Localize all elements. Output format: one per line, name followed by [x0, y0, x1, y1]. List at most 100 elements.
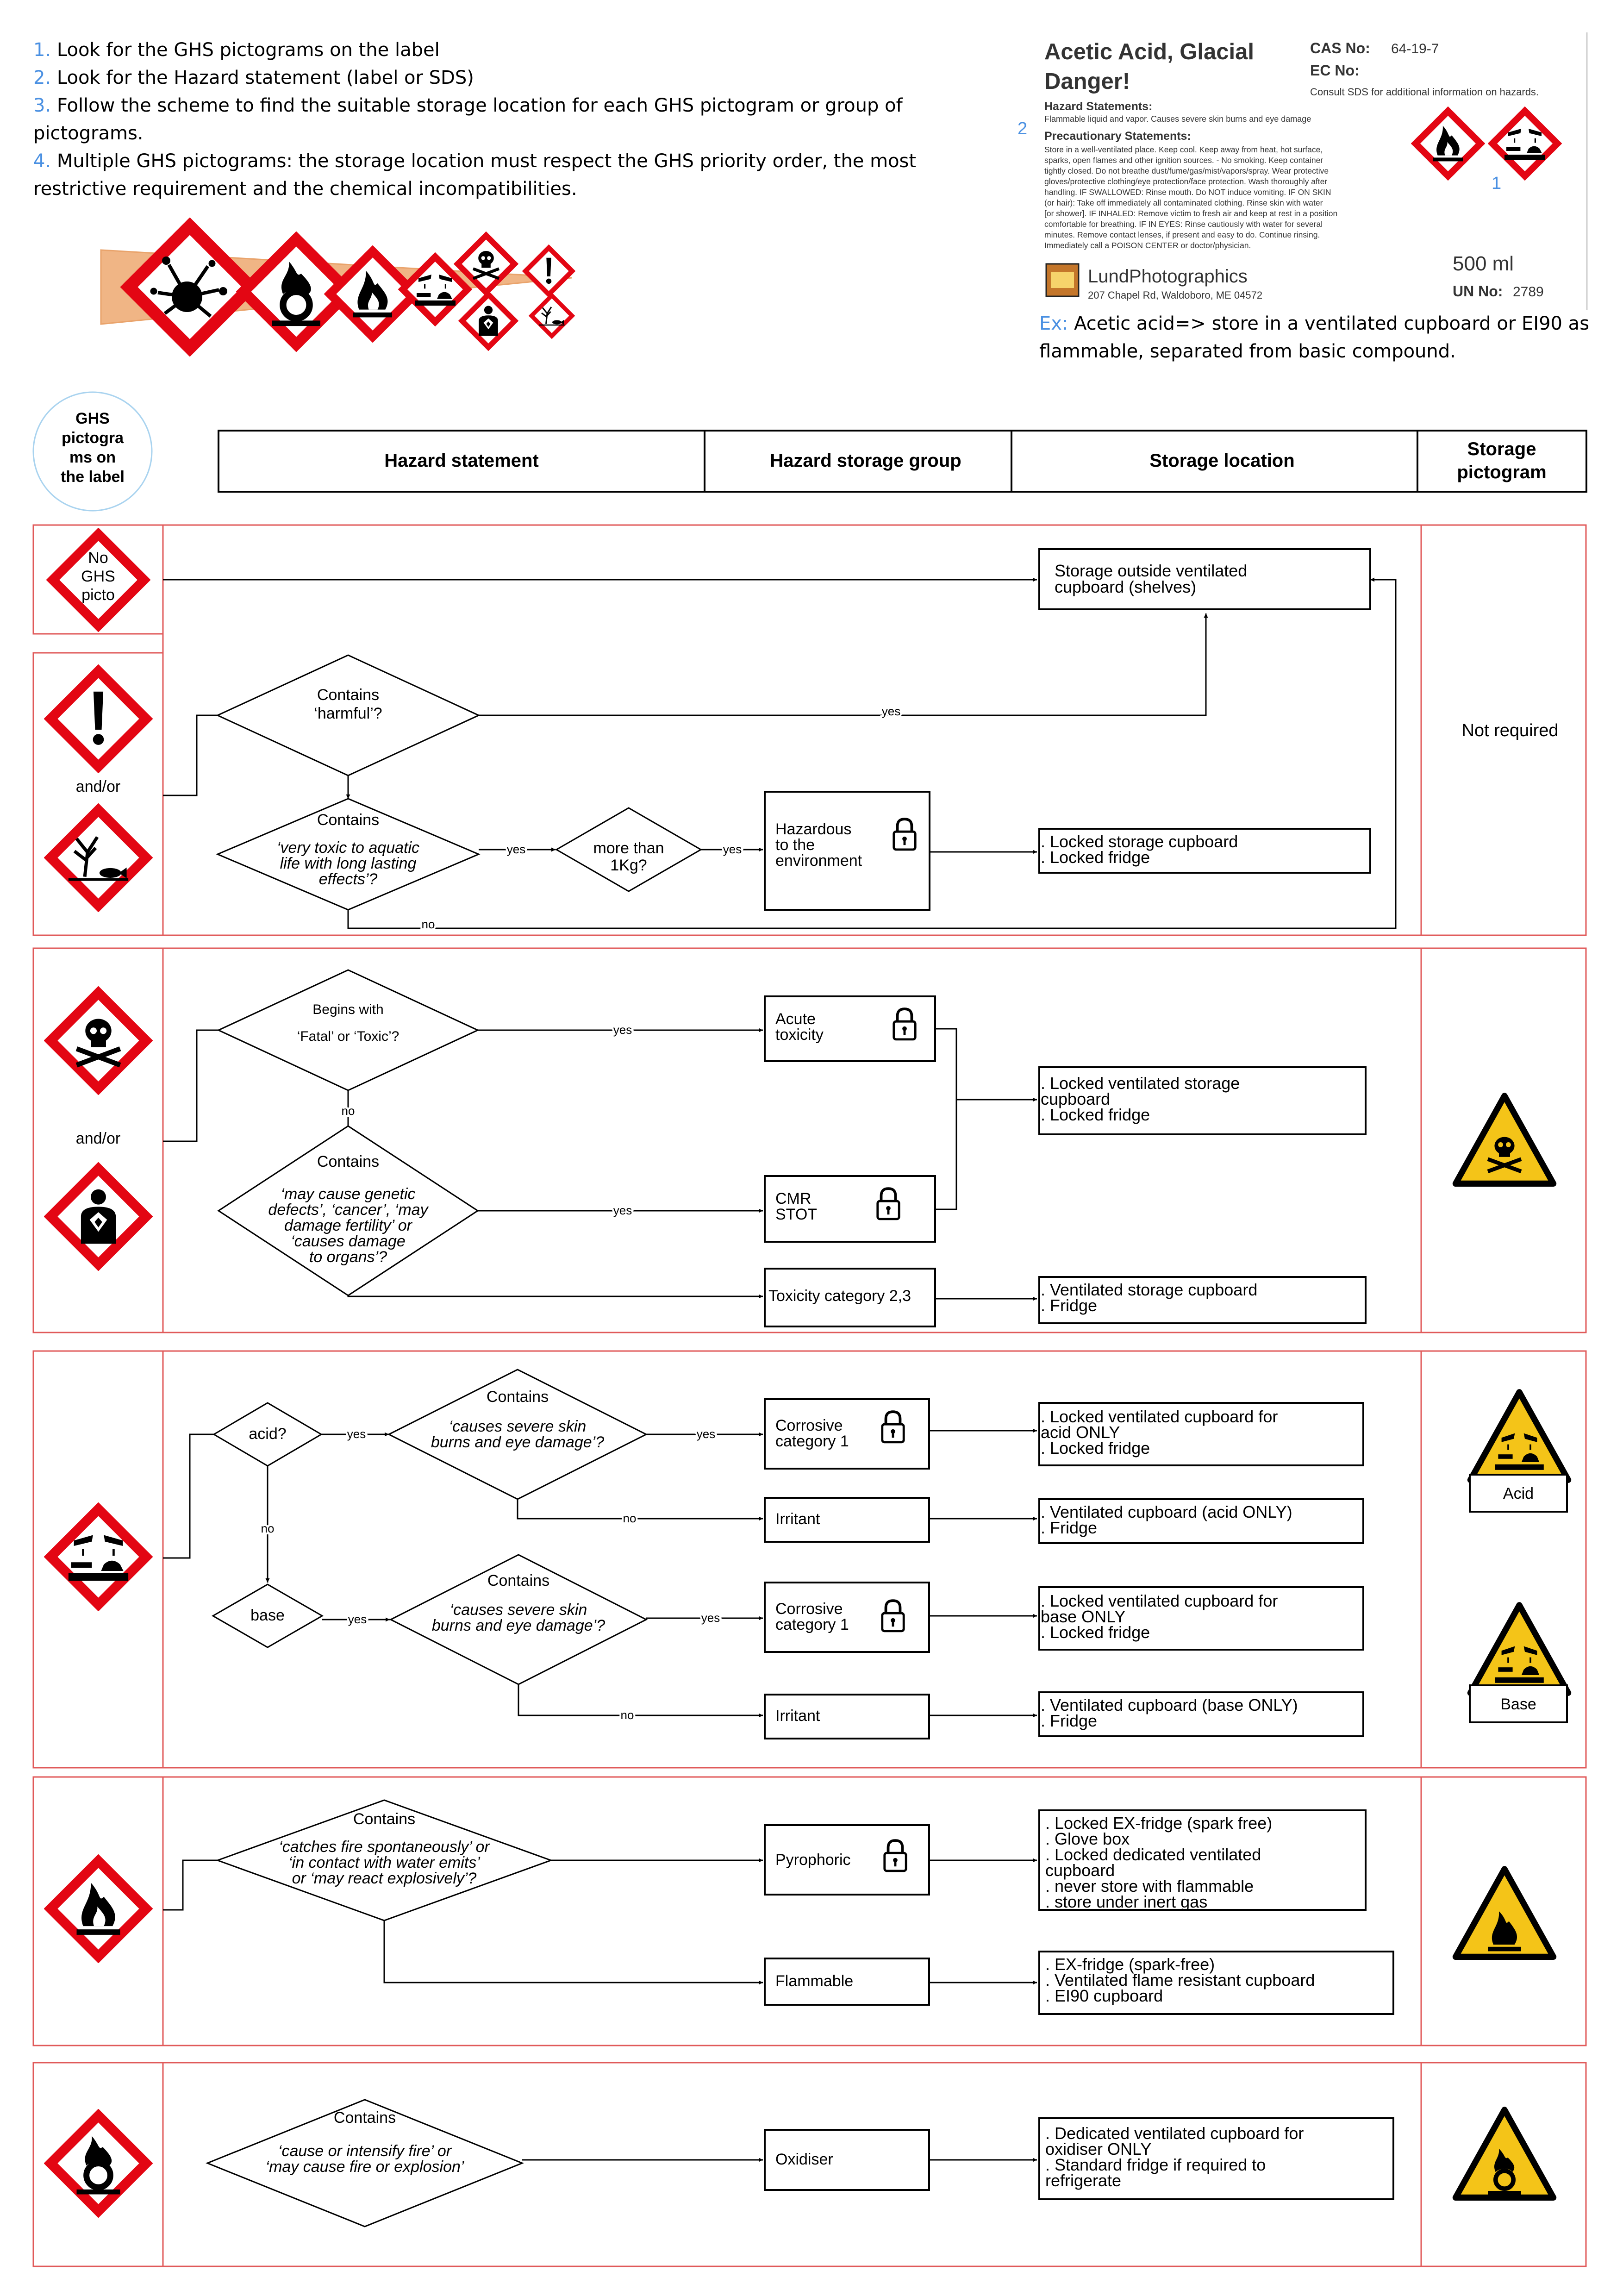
- svg-text:picto: picto: [81, 586, 115, 604]
- svg-text:yes: yes: [723, 842, 742, 856]
- svg-text:Storage outside ventilated: Storage outside ventilated: [1055, 561, 1247, 580]
- oxidiser-pictogram: [50, 2115, 146, 2211]
- example-label: Acetic Acid, Glacial Danger! CAS No: 64-…: [1017, 32, 1588, 310]
- svg-text:no: no: [621, 1708, 634, 1722]
- svg-text:Pyrophoric: Pyrophoric: [775, 1851, 851, 1869]
- svg-text:the label: the label: [61, 468, 125, 486]
- oxidiser-location-box: [1038, 2117, 1394, 2200]
- env-group-box: [764, 791, 930, 911]
- oxidiser-box: [764, 2129, 930, 2191]
- precaution-line: minutes. Remove contact lenses, if prese…: [1044, 230, 1320, 239]
- health-hazard-icon: [462, 294, 515, 347]
- explosive-icon: [129, 226, 250, 348]
- svg-text:yes: yes: [613, 1023, 632, 1037]
- svg-text:‘catches fire spontaneously’ o: ‘catches fire spontaneously’ or: [279, 1838, 490, 1856]
- header-hazard-group: Hazard storage group: [770, 450, 961, 471]
- flammable-pictogram: [50, 1861, 146, 1956]
- exclamation-icon: [525, 248, 572, 294]
- svg-text:refrigerate: refrigerate: [1045, 2171, 1121, 2190]
- section-1: No GHS picto and/or Storage outside vent…: [50, 534, 1559, 933]
- svg-text:burns and eye damage’?: burns and eye damage’?: [432, 1617, 605, 1634]
- svg-text:pictogram: pictogram: [1457, 462, 1546, 482]
- section-2: and/or Begins with ‘Fatal’ or ‘Toxic’? y…: [50, 969, 1553, 1327]
- instruction-2: 2. Look for the Hazard statement (label …: [33, 67, 474, 88]
- svg-text:. Locked fridge: . Locked fridge: [1041, 848, 1150, 867]
- svg-text:to organs’?: to organs’?: [309, 1248, 387, 1266]
- svg-text:‘causes damage: ‘causes damage: [291, 1232, 406, 1250]
- signal-word: Danger!: [1044, 69, 1130, 94]
- health-hazard-pictogram: [50, 1169, 146, 1264]
- svg-text:Contains: Contains: [487, 1388, 549, 1406]
- svg-text:or ‘may react explosively’?: or ‘may react explosively’?: [292, 1870, 477, 1887]
- svg-text:no: no: [623, 1511, 637, 1525]
- svg-text:. Ventilated storage cupboard: . Ventilated storage cupboard: [1041, 1280, 1257, 1299]
- pyrophoric-location-box: [1038, 1809, 1367, 1911]
- svg-text:‘may cause genetic: ‘may cause genetic: [281, 1185, 415, 1203]
- example-text: Ex: Acetic acid=> store in a ventilated …: [1039, 313, 1589, 362]
- instructions: 1. Look for the GHS pictograms on the la…: [33, 36, 916, 203]
- svg-text:‘harmful’?: ‘harmful’?: [314, 705, 382, 722]
- svg-text:Corrosive: Corrosive: [775, 1600, 843, 1618]
- acid-label: Acid: [1503, 1485, 1534, 1502]
- svg-text:Contains: Contains: [487, 1572, 549, 1589]
- svg-text:STOT: STOT: [775, 1206, 817, 1223]
- column-headers: GHS pictogra ms on the label Hazard stat…: [32, 391, 1587, 512]
- svg-text:toxicity: toxicity: [775, 1026, 824, 1044]
- exclamation-pictogram: [50, 671, 146, 766]
- svg-text:defects’, ‘cancer’, ‘may: defects’, ‘cancer’, ‘may: [268, 1201, 429, 1219]
- instruction-4: 4. Multiple GHS pictograms: the storage …: [33, 150, 917, 172]
- svg-text:. Locked ventilated cupboard f: . Locked ventilated cupboard for: [1041, 1407, 1278, 1426]
- svg-text:environment: environment: [775, 852, 862, 870]
- svg-text:. Dedicated ventilated cupboar: . Dedicated ventilated cupboard for: [1045, 2124, 1304, 2143]
- svg-text:Toxicity category 2,3: Toxicity category 2,3: [768, 1287, 911, 1305]
- svg-text:‘very toxic to aquatic: ‘very toxic to aquatic: [277, 839, 419, 857]
- company-name: LundPhotographics: [1088, 266, 1248, 287]
- hazard-text: Flammable liquid and vapor. Causes sever…: [1044, 114, 1311, 124]
- un-label: UN No:: [1453, 283, 1503, 300]
- svg-text:. Locked ventilated cupboard f: . Locked ventilated cupboard for: [1041, 1591, 1278, 1610]
- svg-text:cupboard (shelves): cupboard (shelves): [1055, 577, 1196, 596]
- oxidiser-warning-icon: [1455, 2110, 1553, 2198]
- precaution-line: gloves/protective clothing/eye protectio…: [1044, 177, 1327, 186]
- svg-text:. store under inert gas: . store under inert gas: [1045, 1892, 1207, 1911]
- svg-text:no: no: [342, 1104, 355, 1118]
- svg-text:. Fridge: . Fridge: [1041, 1711, 1097, 1730]
- header-storage-location: Storage location: [1149, 450, 1294, 471]
- svg-text:yes: yes: [613, 1203, 632, 1217]
- company-address: 207 Chapel Rd, Waldoboro, ME 04572: [1088, 289, 1262, 301]
- aquatic-decision: [216, 798, 481, 911]
- locked-ventilated-box: [1038, 1066, 1367, 1135]
- svg-text:yes: yes: [882, 704, 900, 718]
- svg-text:. Locked storage cupboard: . Locked storage cupboard: [1041, 832, 1238, 851]
- svg-text:No: No: [88, 549, 108, 567]
- svg-text:. EX-fridge (spark-free): . EX-fridge (spark-free): [1045, 1955, 1215, 1974]
- svg-text:Contains: Contains: [317, 1153, 379, 1170]
- svg-text:category 1: category 1: [775, 1616, 849, 1633]
- hazard-heading: Hazard Statements:: [1044, 100, 1152, 113]
- svg-text:. never store with flammable: . never store with flammable: [1045, 1877, 1254, 1896]
- base-locked-box: [1038, 1586, 1364, 1651]
- label-marker-2: 2: [1017, 119, 1027, 138]
- svg-text:. Fridge: . Fridge: [1041, 1296, 1097, 1315]
- not-required-label: Not required: [1461, 721, 1558, 740]
- svg-text:ms on: ms on: [69, 449, 116, 466]
- acid-ventilated-box: [1038, 1498, 1364, 1544]
- base-warning-icon: [1470, 1605, 1568, 1693]
- svg-text:. Standard fridge if required: . Standard fridge if required to: [1045, 2155, 1266, 2174]
- corrosive-pictogram: [50, 1509, 146, 1604]
- flammable-location-box: [1038, 1951, 1394, 2015]
- svg-text:yes: yes: [348, 1612, 367, 1626]
- environment-icon: [531, 295, 572, 336]
- precaution-text: Store in a well-ventilated place. Keep c…: [1044, 145, 1337, 250]
- svg-text:. Locked ventilated storage: . Locked ventilated storage: [1041, 1074, 1240, 1093]
- environment-pictogram: [50, 810, 146, 905]
- svg-text:Irritant: Irritant: [775, 1707, 820, 1725]
- tox23-box: [764, 1268, 936, 1327]
- svg-text:Contains: Contains: [317, 686, 379, 704]
- base-label: Base: [1500, 1695, 1536, 1713]
- svg-text:acid ONLY: acid ONLY: [1041, 1423, 1120, 1442]
- un-value: 2789: [1513, 284, 1544, 300]
- cas-value: 64-19-7: [1391, 41, 1439, 56]
- svg-text:cupboard: cupboard: [1045, 1861, 1115, 1880]
